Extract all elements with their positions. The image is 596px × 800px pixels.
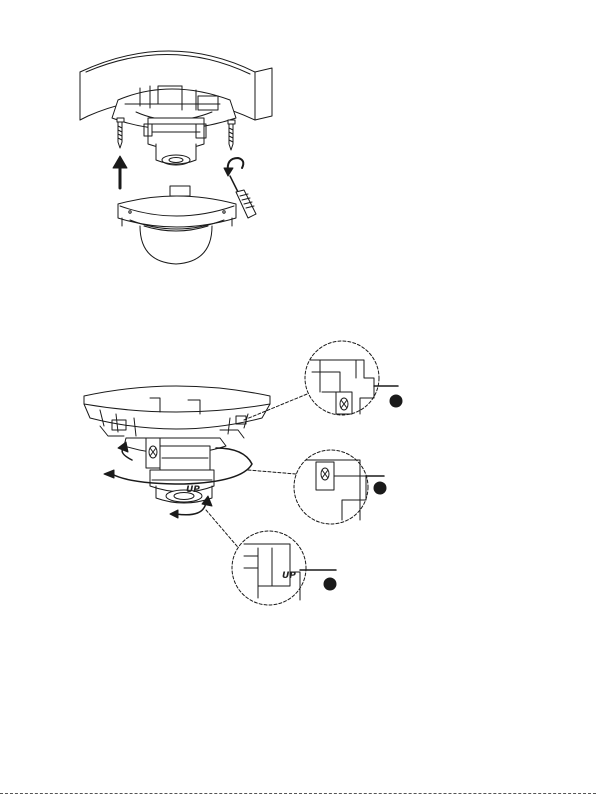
up-arrow (113, 156, 127, 188)
up-mark: UP (186, 485, 200, 495)
bottom-figure: UP (84, 341, 402, 605)
right-screw (228, 120, 235, 150)
top-figure (80, 51, 272, 264)
callout-2-marker (374, 482, 386, 494)
callout-3-marker (324, 578, 336, 590)
dome-cover (118, 186, 236, 264)
camera-base-plate (84, 386, 270, 438)
callout-2 (294, 450, 386, 524)
lens-module: UP (124, 438, 226, 503)
callout-3: UP (232, 531, 336, 605)
up-mark-zoom: UP (282, 571, 296, 581)
leader-lines (206, 392, 312, 552)
callout-1 (305, 341, 402, 415)
footer-rule (0, 793, 596, 794)
callout-1-marker (390, 395, 402, 407)
rotate-arrow-icon (224, 158, 243, 176)
mounting-base (112, 86, 236, 165)
left-screw (117, 118, 124, 148)
